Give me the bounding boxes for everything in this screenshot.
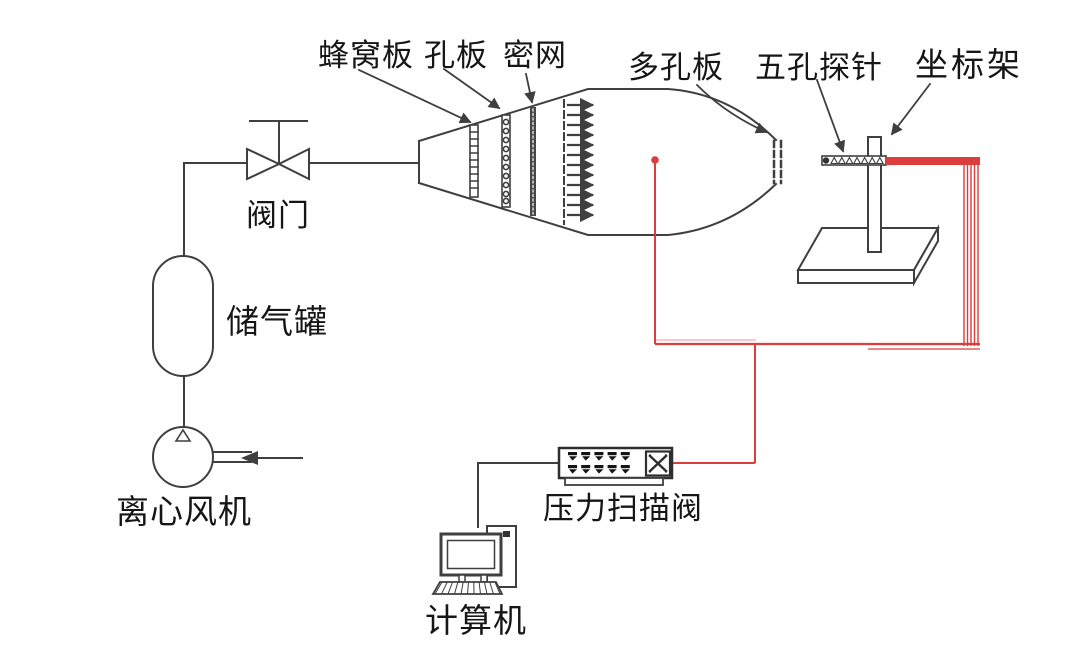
fan-body: [152, 426, 214, 488]
honeycomb-cells: [469, 131, 479, 189]
flow-arrows: [566, 97, 595, 223]
fine-mesh-symbol: [530, 107, 536, 216]
pressure-scanner-symbol: [557, 446, 674, 486]
label-perforated-plate: 多孔板: [628, 50, 724, 85]
leader-perforated: [695, 83, 768, 134]
honeycomb-plate-symbol: [469, 124, 479, 198]
label-air-tank: 储气罐: [226, 304, 328, 341]
leader-orifice: [442, 67, 501, 110]
label-computer: 计算机: [425, 603, 527, 640]
keyboard-keys: [434, 581, 501, 595]
orifice-plate-symbol: [501, 114, 511, 208]
label-centrifugal-fan: 离心风机: [116, 494, 252, 531]
leader-mesh: [524, 72, 536, 104]
leader-arrows: [357, 67, 932, 153]
leader-traverse: [890, 82, 932, 136]
computer-screen: [446, 539, 496, 570]
signal-wire: [477, 462, 560, 528]
leader-probe: [815, 78, 846, 153]
static-pressure-tap-dot: [651, 156, 659, 164]
valve-right-triangle: [276, 147, 310, 181]
table-front-face: [797, 269, 915, 284]
label-five-hole-probe: 五孔探针: [755, 50, 883, 85]
tunnel-bottom-wall: [417, 181, 778, 236]
pressure-tubes: [651, 156, 980, 464]
scanner-x-icon: [644, 450, 672, 477]
orifice-holes: [502, 118, 510, 205]
monitor-leg-right: [480, 574, 488, 583]
pipe-lines: [183, 162, 420, 429]
computer-power-button: [503, 531, 510, 537]
label-fine-mesh: 密网: [503, 38, 567, 73]
probe-rake-teeth: [830, 156, 885, 165]
air-tank-symbol: [152, 255, 214, 377]
valve-left-triangle: [246, 147, 282, 181]
honeycomb-frame: [469, 124, 479, 198]
label-orifice-plate: 孔板: [424, 38, 488, 73]
labels: 蜂窝板 孔板 密网 多孔板 五孔探针 坐标架 阀门 储气罐 离心风机 压力扫描阀…: [116, 38, 1023, 640]
valve-symbol: [246, 120, 310, 181]
perforated-plate-symbol: [772, 139, 783, 185]
table-right-face: [913, 224, 939, 287]
five-hole-probe-rake: [821, 155, 887, 166]
fan-inlet-triangle: [174, 428, 192, 442]
monitor-leg-left: [458, 574, 466, 583]
label-valve: 阀门: [246, 198, 310, 233]
leader-honeycomb: [357, 68, 472, 124]
probe-rake-tip: [822, 157, 830, 164]
label-coordinate-frame: 坐标架: [915, 47, 1023, 84]
centrifugal-fan-symbol: [152, 426, 303, 488]
label-pressure-scanner: 压力扫描阀: [543, 491, 703, 526]
traverse-post: [867, 136, 882, 253]
computer-symbol: [431, 525, 517, 595]
linework: [152, 67, 940, 595]
scanner-base: [564, 477, 664, 486]
tube-bundle-vertical: [963, 158, 979, 346]
mesh-body: [530, 107, 536, 216]
scanner-ports: [568, 452, 630, 474]
fan-air-inlet-arrowhead: [241, 451, 258, 465]
label-honeycomb-plate: 蜂窝板: [318, 38, 414, 73]
